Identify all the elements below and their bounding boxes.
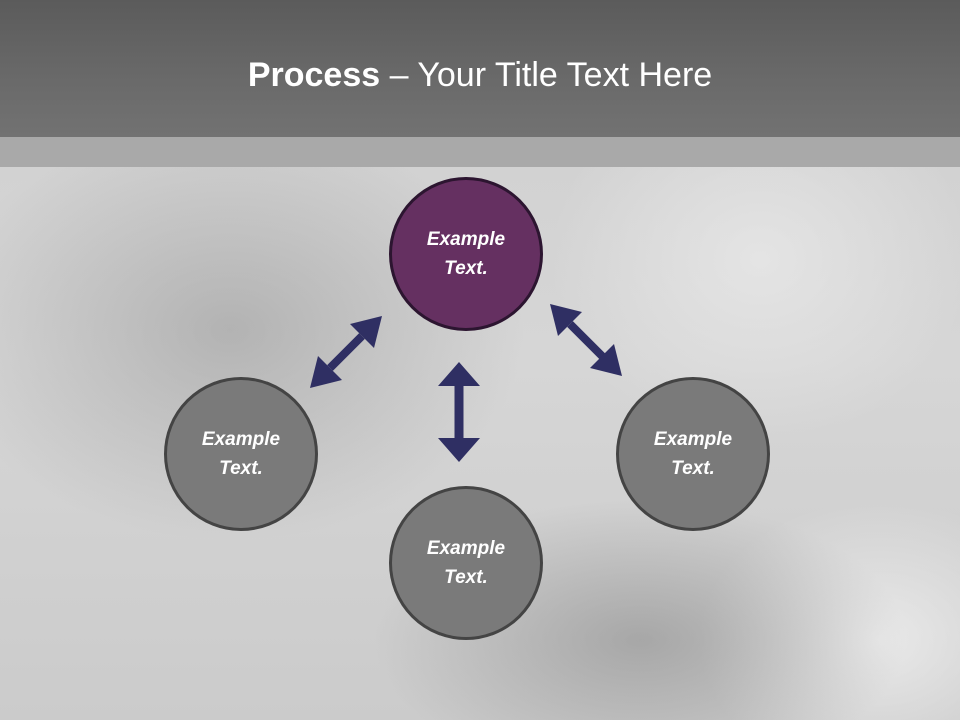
node-top-line2: Text. — [444, 258, 488, 279]
node-bottom-line2: Text. — [444, 567, 488, 588]
arrow-vertical[interactable] — [438, 362, 480, 462]
arrow-right-diagonal[interactable] — [550, 304, 622, 376]
title-bar — [0, 0, 960, 137]
node-left-line2: Text. — [219, 458, 263, 479]
node-top[interactable]: Example Text. — [389, 177, 543, 331]
title-band — [0, 137, 960, 167]
node-left[interactable]: Example Text. — [164, 377, 318, 531]
node-top-line1: Example — [426, 229, 506, 250]
node-right-line1: Example — [653, 429, 733, 450]
node-right[interactable]: Example Text. — [616, 377, 770, 531]
node-bottom[interactable]: Example Text. — [389, 486, 543, 640]
slide-title[interactable]: Process – Your Title Text Here — [0, 52, 960, 98]
node-right-line2: Text. — [671, 458, 715, 479]
node-bottom-line1: Example — [426, 538, 506, 559]
title-rest: – Your Title Text Here — [380, 56, 713, 94]
arrow-left-diagonal[interactable] — [310, 316, 382, 388]
node-left-line1: Example — [201, 429, 281, 450]
title-bold: Process — [247, 56, 381, 94]
